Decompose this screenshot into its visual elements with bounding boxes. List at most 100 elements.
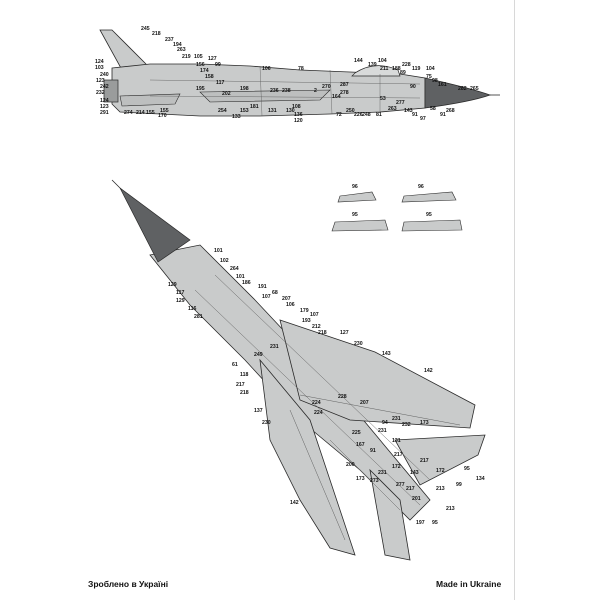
callout-number: 134 — [476, 476, 485, 482]
callout-number: 193 — [302, 318, 311, 324]
callout-number: 58 — [430, 106, 436, 112]
callout-number: 124 — [100, 98, 109, 104]
callout-number: 224 — [312, 400, 321, 406]
top-wing-right — [279, 319, 476, 429]
callout-number: 95 — [464, 466, 470, 472]
callout-number: 217 — [394, 452, 403, 458]
callout-number: 91 — [440, 112, 446, 118]
callout-number: 195 — [196, 86, 205, 92]
callout-number: 108 — [292, 104, 301, 110]
callout-number: 231 — [270, 344, 279, 350]
callout-number: 89 — [400, 70, 406, 76]
callout-number: 218 — [318, 330, 327, 336]
top-pitot — [111, 179, 123, 191]
callout-number: 95 — [426, 212, 432, 218]
callout-number: 273 — [370, 478, 379, 484]
callout-number: 106 — [286, 302, 295, 308]
callout-number: 213 — [436, 486, 445, 492]
callout-number: 264 — [230, 266, 239, 272]
callout-number: 228 — [338, 394, 347, 400]
callout-number: 153 — [240, 108, 249, 114]
top-radome — [119, 187, 191, 263]
top-stabilizer-right — [394, 434, 486, 486]
callout-number: 142 — [424, 368, 433, 374]
side-tail-fin — [99, 29, 151, 71]
callout-number: 2 — [314, 88, 317, 94]
callout-number: 137 — [254, 408, 263, 414]
callout-number: 232 — [402, 422, 411, 428]
side-panel-lines — [149, 65, 421, 117]
callout-number: 107 — [310, 312, 319, 318]
callout-number: 194 — [173, 42, 182, 48]
callout-number: 277 — [396, 100, 405, 106]
side-nozzle — [103, 79, 119, 103]
detail-view-4 — [401, 219, 463, 232]
callout-number: 161 — [438, 82, 447, 88]
made-in-ukraine-ua: Зроблено в Україні — [88, 579, 169, 589]
callout-number: 91 — [370, 448, 376, 454]
callout-number: 101 — [236, 274, 245, 280]
detail-view-2 — [401, 191, 457, 203]
callout-number: 231 — [378, 428, 387, 434]
callout-number: 232 — [96, 90, 105, 96]
callout-number: 124 — [95, 59, 104, 65]
callout-number: 123 — [96, 78, 105, 84]
callout-number: 173 — [420, 420, 429, 426]
callout-number: 250 — [346, 108, 355, 114]
side-stabilizer — [119, 93, 181, 107]
callout-number: 94 — [382, 420, 388, 426]
callout-number: 130 — [286, 108, 295, 114]
callout-number: 95 — [352, 212, 358, 218]
callout-number: 173 — [356, 476, 365, 482]
callout-number: 142 — [290, 500, 299, 506]
callout-number: 172 — [392, 464, 401, 470]
callout-number: 188 — [392, 66, 401, 72]
callout-number: 106 — [262, 66, 271, 72]
callout-number: 201 — [412, 496, 421, 502]
callout-number: 133 — [232, 114, 241, 120]
callout-number: 214 — [136, 110, 145, 116]
callout-number: 274 — [124, 110, 133, 116]
callout-number: 78 — [298, 66, 304, 72]
callout-number: 211 — [380, 66, 388, 72]
callout-number: 118 — [240, 372, 248, 378]
callout-number: 129 — [176, 298, 185, 304]
callout-number: 291 — [100, 110, 109, 116]
top-panel-lines — [194, 274, 461, 541]
side-profile-view — [99, 29, 500, 117]
callout-number: 263 — [388, 106, 397, 112]
made-in-ukraine-en: Made in Ukraine — [436, 579, 502, 589]
callout-number: 197 — [416, 520, 425, 526]
callout-number: 218 — [152, 31, 161, 37]
callout-number: 96 — [418, 184, 424, 190]
callout-number: 186 — [242, 280, 251, 286]
callout-number: 75 — [426, 74, 432, 80]
callout-number: 81 — [376, 112, 382, 118]
callout-number: 170 — [158, 113, 167, 119]
top-wing-left — [259, 358, 356, 556]
callout-number: 136 — [294, 112, 303, 118]
top-view-callouts: 1011022641011291171291162811861911076820… — [168, 248, 485, 526]
callout-number: 213 — [446, 506, 455, 512]
callout-number: 200 — [346, 462, 355, 468]
callout-number: 164 — [332, 94, 341, 100]
callout-number: 61 — [232, 362, 238, 368]
callout-number: 155 — [146, 110, 155, 116]
callout-number: 254 — [218, 108, 227, 114]
top-view — [111, 179, 486, 561]
callout-number: 116 — [188, 306, 196, 312]
callout-number: 238 — [282, 88, 291, 94]
callout-number: 105 — [194, 54, 203, 60]
callout-number: 231 — [392, 416, 401, 422]
callout-number: 129 — [168, 282, 177, 288]
side-radome — [424, 77, 492, 109]
callout-number: 198 — [240, 86, 249, 92]
small-detail-views — [331, 191, 463, 232]
callout-number: 240 — [100, 72, 109, 78]
callout-number: 91 — [412, 112, 418, 118]
callout-number: 131 — [268, 108, 277, 114]
callout-number: 174 — [200, 68, 209, 74]
callout-number: 99 — [215, 62, 221, 68]
callout-number: 143 — [382, 351, 391, 357]
